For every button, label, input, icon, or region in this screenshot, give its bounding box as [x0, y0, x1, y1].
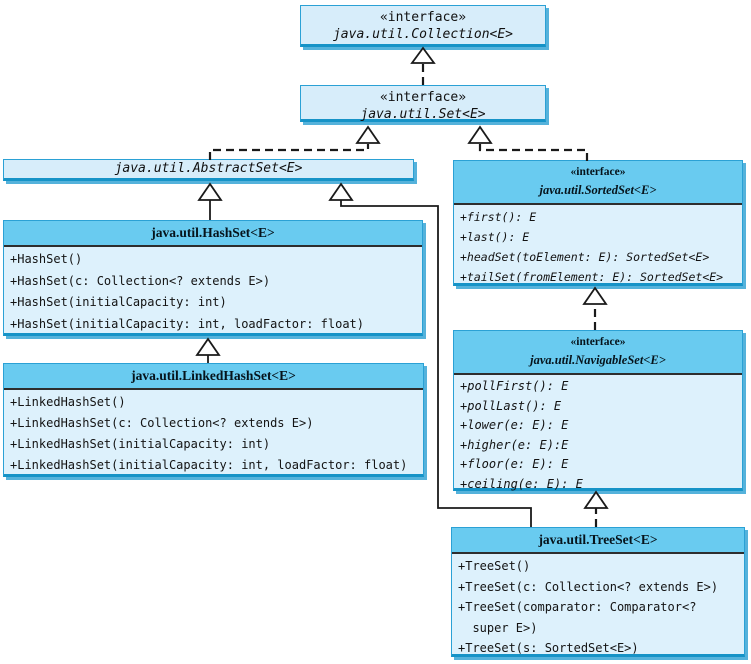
class-header: «interface» java.util.NavigableSet<E>	[454, 331, 742, 375]
method-list: +LinkedHashSet() +LinkedHashSet(c: Colle…	[4, 390, 423, 476]
method-list: +HashSet() +HashSet(c: Collection<? exte…	[4, 247, 422, 335]
method-line: +pollFirst(): E	[460, 379, 569, 393]
method-line: +HashSet(c: Collection<? extends E>)	[10, 273, 271, 288]
method-line: +LinkedHashSet(initialCapacity: int)	[10, 437, 271, 451]
uml-interface-navigableset: «interface» java.util.NavigableSet<E> +p…	[453, 330, 743, 491]
class-name: java.util.NavigableSet<E>	[530, 353, 666, 367]
method-line: super E>)	[458, 620, 538, 635]
class-name: java.util.SortedSet<E>	[539, 183, 657, 197]
class-header: «interface» java.util.Collection<E>	[301, 6, 545, 43]
class-header: java.util.AbstractSet<E>	[4, 160, 413, 178]
class-name: java.util.HashSet<E>	[4, 221, 422, 247]
uml-class-linkedhashset: java.util.LinkedHashSet<E> +LinkedHashSe…	[3, 363, 424, 477]
method-line: +higher(e: E):E	[460, 437, 569, 452]
method-line: +HashSet(initialCapacity: int)	[10, 295, 227, 309]
uml-class-collection: «interface» java.util.Collection<E>	[300, 5, 546, 47]
uml-interface-sortedset: «interface» java.util.SortedSet<E> +firs…	[453, 160, 743, 286]
method-line: +first(): E	[460, 210, 537, 224]
method-line: +pollLast(): E	[460, 398, 562, 413]
method-line: +TreeSet(c: Collection<? extends E>)	[458, 579, 719, 594]
generalization-linkedhashset-to-hashset	[195, 337, 221, 363]
method-list: +first(): E +last(): E +headSet(toElemen…	[454, 205, 742, 287]
method-line: +headSet(toElement: E): SortedSet<E>	[460, 250, 710, 264]
realization-abstractset-to-set	[208, 125, 381, 160]
class-name: java.util.Set<E>	[360, 107, 486, 122]
generalization-hashset-to-abstractset	[197, 182, 223, 220]
uml-class-set: «interface» java.util.Set<E>	[300, 85, 546, 122]
method-line: +tailSet(fromElement: E): SortedSet<E>	[460, 270, 724, 284]
uml-class-abstractset: java.util.AbstractSet<E>	[3, 159, 414, 181]
method-line: +ceiling(e: E): E	[460, 476, 583, 491]
stereotype-label: «interface»	[570, 166, 626, 178]
uml-class-treeset: java.util.TreeSet<E> +TreeSet() +TreeSet…	[451, 527, 745, 657]
class-name: java.util.AbstractSet<E>	[114, 161, 303, 176]
class-name: java.util.Collection<E>	[332, 27, 513, 42]
method-line: +HashSet(initialCapacity: int, loadFacto…	[10, 316, 365, 331]
hollow-triangle-arrowhead	[410, 46, 436, 64]
method-line: +LinkedHashSet()	[10, 395, 126, 409]
method-line: +LinkedHashSet(initialCapacity: int, loa…	[10, 458, 408, 472]
class-name: java.util.TreeSet<E>	[452, 528, 744, 554]
generalization-navigableset-to-sortedset	[582, 286, 608, 330]
stereotype-label: «interface»	[570, 336, 626, 348]
class-header: «interface» java.util.Set<E>	[301, 86, 545, 123]
method-line: +TreeSet(comparator: Comparator<?	[458, 600, 697, 614]
method-line: +HashSet()	[10, 252, 83, 266]
hollow-triangle-arrowhead	[197, 182, 223, 201]
method-line: +TreeSet()	[458, 559, 531, 573]
hollow-triangle-arrowhead	[583, 490, 609, 509]
uml-class-hashset: java.util.HashSet<E> +HashSet() +HashSet…	[3, 220, 423, 336]
method-list: +TreeSet() +TreeSet(c: Collection<? exte…	[452, 554, 744, 659]
method-list: +pollFirst(): E +pollLast(): E +lower(e:…	[454, 375, 742, 494]
class-name: java.util.LinkedHashSet<E>	[4, 364, 423, 390]
method-line: +lower(e: E): E	[460, 418, 569, 432]
method-line: +TreeSet(s: SortedSet<E>)	[458, 641, 639, 655]
hollow-triangle-arrowhead	[582, 286, 608, 305]
hollow-triangle-arrowhead	[467, 125, 493, 144]
class-header: «interface» java.util.SortedSet<E>	[454, 161, 742, 205]
hollow-triangle-arrowhead	[195, 337, 221, 356]
hollow-triangle-arrowhead	[355, 125, 381, 144]
stereotype-label: «interface»	[379, 90, 467, 105]
realization-treeset-to-navigableset	[583, 490, 609, 527]
method-line: +floor(e: E): E	[460, 457, 569, 471]
generalization-sortedset-to-set	[467, 125, 589, 161]
method-line: +last(): E	[460, 230, 530, 244]
stereotype-label: «interface»	[379, 10, 467, 25]
hollow-triangle-arrowhead	[328, 182, 354, 201]
generalization-set-to-collection	[410, 46, 436, 85]
method-line: +LinkedHashSet(c: Collection<? extends E…	[10, 416, 314, 430]
